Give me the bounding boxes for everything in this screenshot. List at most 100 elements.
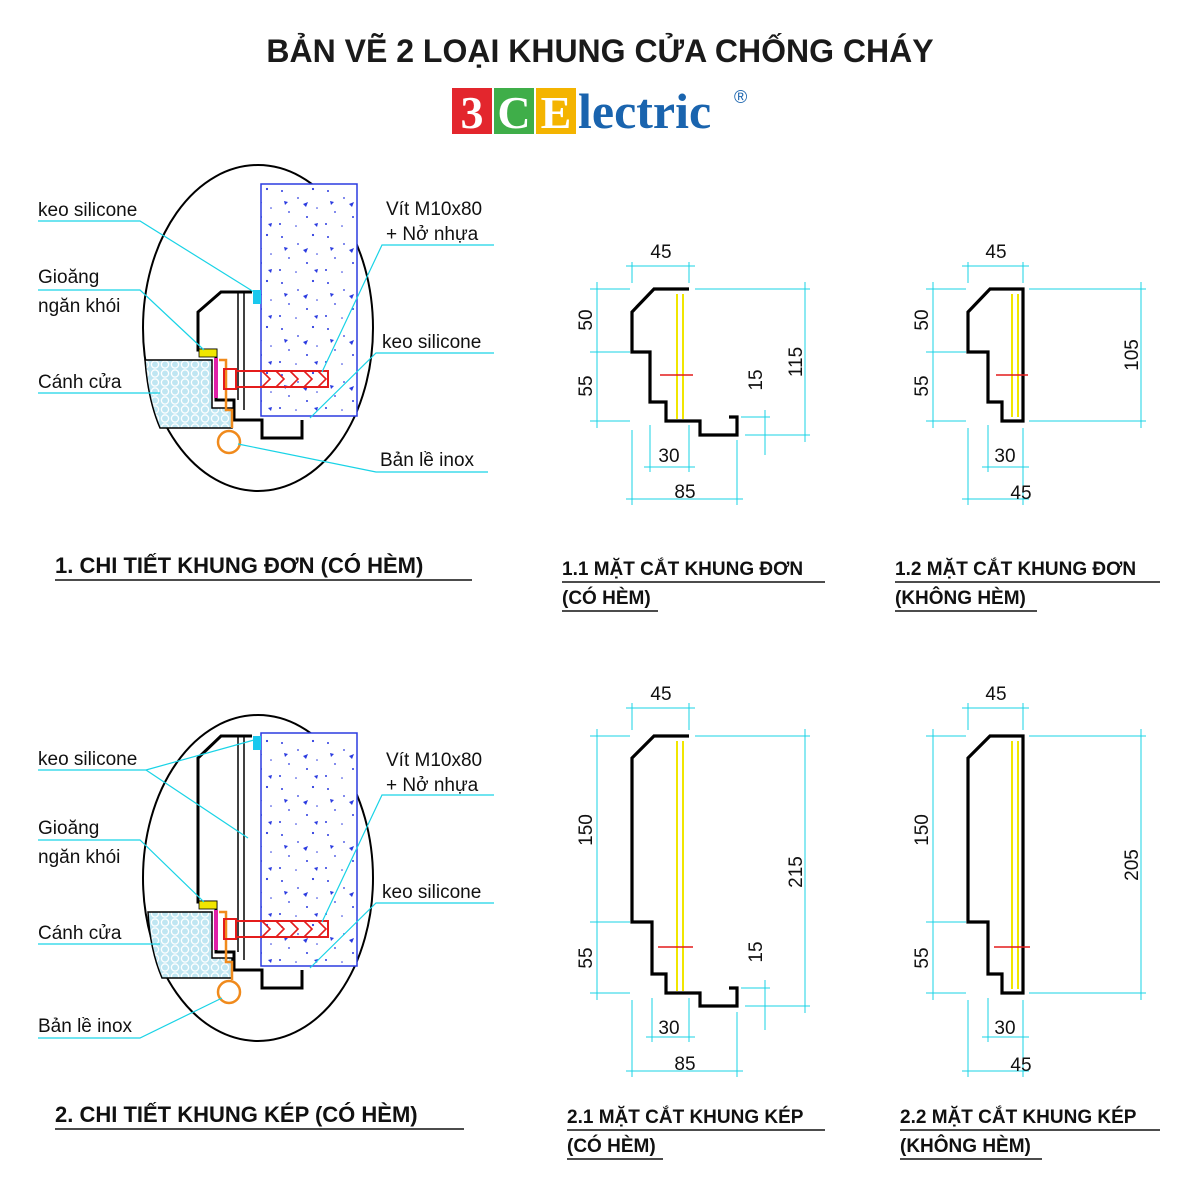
dim-right-total: 205 <box>1122 849 1143 881</box>
logo-registered-mark: ® <box>734 87 747 107</box>
dim-right-small: 15 <box>746 369 767 390</box>
dim-line-right-total <box>695 729 810 1013</box>
caption-section-2-1-line2: (CÓ HÈM) <box>567 1135 656 1157</box>
dim-left-lower: 55 <box>576 947 597 968</box>
label-ban-le: Bản lề inox <box>38 1016 133 1037</box>
caption-section-2-2-line1: 2.2 MẶT CẮT KHUNG KÉP <box>900 1106 1137 1128</box>
leader-vit <box>321 244 494 373</box>
smoke-gasket <box>198 900 218 910</box>
dim-right-total: 115 <box>786 347 807 377</box>
screw-anchor <box>235 920 329 938</box>
dim-left-upper: 50 <box>576 309 597 330</box>
dim-line-right-total <box>695 282 810 442</box>
dim-bottom-inner: 30 <box>994 1018 1015 1039</box>
label-keo-silicone-left: keo silicone <box>38 200 137 221</box>
label-keo-silicone-right: keo silicone <box>382 882 481 903</box>
label-canh-cua: Cánh cửa <box>38 923 122 944</box>
caption-section-2-1-line1: 2.1 MẶT CẮT KHUNG KÉP <box>567 1106 804 1128</box>
dim-left-upper: 50 <box>912 309 933 330</box>
caption-detail-2: 2. CHI TIẾT KHUNG KÉP (CÓ HÈM) <box>55 1102 418 1127</box>
anchor-barbs <box>261 920 328 938</box>
leader-keo-silicone-right <box>309 352 494 419</box>
caption-section-1-2-line1: 1.2 MẶT CẮT KHUNG ĐƠN <box>895 558 1136 580</box>
leader-keo-silicone-left-2 <box>145 769 249 839</box>
dim-line-right-small <box>741 980 770 1030</box>
caption-section-1-1-line2: (CÓ HÈM) <box>562 587 651 609</box>
label-vit-line2: + Nở nhựa <box>386 224 479 245</box>
logo-text: lectric <box>578 83 711 139</box>
leader-keo-silicone-right <box>309 902 494 969</box>
dim-line-left <box>590 282 630 428</box>
page-title: BẢN VẼ 2 LOẠI KHUNG CỬA CHỐNG CHÁY <box>266 33 933 69</box>
dim-line-top <box>626 703 695 730</box>
dim-line-top <box>962 262 1029 283</box>
concrete-wall <box>260 183 358 417</box>
dim-line-bottom <box>962 425 1029 505</box>
label-gioang-line2: ngăn khói <box>38 847 120 868</box>
silicone-bead <box>253 736 261 750</box>
dim-top: 45 <box>985 242 1006 263</box>
anchor-barbs <box>261 370 328 388</box>
brand-logo: 3 C E lectric ® <box>452 83 747 139</box>
dim-line-bottom <box>626 998 743 1077</box>
caption-section-1-1-line1: 1.1 MẶT CẮT KHUNG ĐƠN <box>562 558 803 580</box>
hinge-leaf <box>219 358 234 428</box>
dim-left-upper: 150 <box>576 814 597 846</box>
dim-right-total: 215 <box>786 856 807 888</box>
leader-gioang <box>38 839 205 903</box>
dim-line-right-total <box>1029 282 1146 428</box>
frame-profile <box>966 287 1025 423</box>
dim-bottom-inner: 30 <box>658 1018 679 1039</box>
dim-bottom-total: 45 <box>1010 483 1031 504</box>
label-keo-silicone-left: keo silicone <box>38 749 137 770</box>
logo-char-e: E <box>541 87 572 138</box>
label-gioang-line2: ngăn khói <box>38 296 120 317</box>
label-gioang-line1: Gioăng <box>38 818 99 839</box>
dim-line-top <box>962 703 1029 730</box>
dim-top: 45 <box>650 242 671 263</box>
concrete-wall <box>260 732 358 967</box>
label-ban-le: Bản lề inox <box>380 450 475 471</box>
dim-line-right-small <box>741 410 770 455</box>
silicone-bead <box>253 290 261 304</box>
dim-line-left <box>590 729 630 1000</box>
frame-profile <box>966 734 1025 995</box>
caption-detail-1: 1. CHI TIẾT KHUNG ĐƠN (CÓ HÈM) <box>55 553 423 578</box>
frame-profile <box>630 734 739 1008</box>
frame-profile <box>630 287 739 437</box>
detail-1-diagram: keo silicone Gioăng ngăn khói Cánh cửa V… <box>38 164 494 492</box>
dim-line-bottom <box>626 425 743 505</box>
logo-square-red <box>452 88 492 134</box>
caption-section-1-2-line2: (KHÔNG HÈM) <box>895 587 1026 609</box>
dim-top: 45 <box>985 684 1006 705</box>
hinge-leaf <box>219 910 234 980</box>
dim-left-lower: 55 <box>576 375 597 396</box>
section-1-1-drawing: 45 50 55 15 115 30 85 <box>576 242 810 505</box>
dim-bottom-inner: 30 <box>658 446 679 467</box>
smoke-gasket <box>198 348 218 358</box>
dim-line-right-total <box>1029 729 1146 1000</box>
dim-left-upper: 150 <box>912 814 933 846</box>
section-2-1-drawing: 45 150 55 15 215 30 85 <box>576 684 810 1077</box>
dim-right-small: 15 <box>746 941 767 962</box>
logo-square-yellow <box>536 88 576 134</box>
detail-2-diagram: keo silicone Gioăng ngăn khói Cánh cửa V… <box>38 714 494 1042</box>
section-1-2-drawing: 45 50 55 105 30 45 <box>912 242 1146 505</box>
leader-ban-le <box>237 443 488 473</box>
caption-section-2-2-line2: (KHÔNG HÈM) <box>900 1135 1031 1157</box>
leader-keo-silicone-left <box>38 220 255 293</box>
label-keo-silicone-right: keo silicone <box>382 332 481 353</box>
hinge-knuckle <box>216 979 242 1005</box>
label-gioang-line1: Gioăng <box>38 267 99 288</box>
hinge-knuckle <box>216 429 242 455</box>
label-vit-line1: Vít M10x80 <box>386 750 482 771</box>
dim-line-left <box>926 282 966 428</box>
seal-strip <box>214 358 218 398</box>
dim-bottom-total: 85 <box>674 482 695 503</box>
label-vit-line2: + Nở nhựa <box>386 775 479 796</box>
dim-right-total: 105 <box>1122 339 1143 371</box>
leader-ban-le <box>38 997 223 1039</box>
leader-vit <box>321 794 494 923</box>
leader-gioang <box>38 289 205 351</box>
